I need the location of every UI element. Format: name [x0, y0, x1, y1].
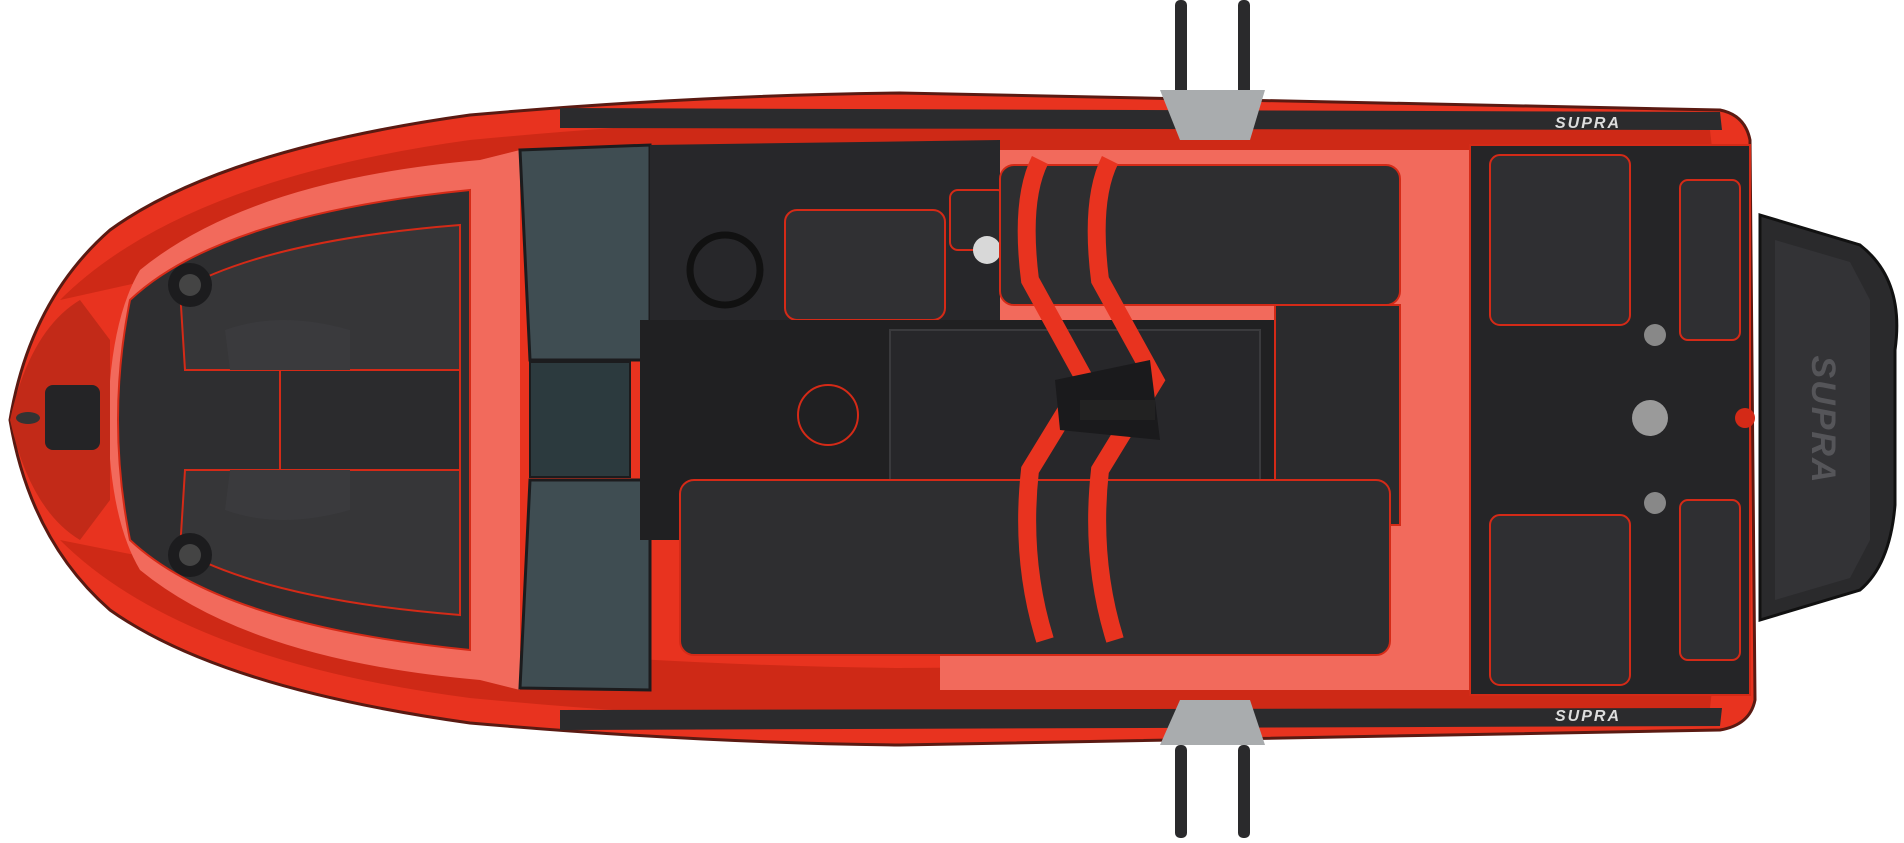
platform-logo: SUPRA [1804, 355, 1842, 484]
stern-lounge [1469, 144, 1755, 696]
bow-nose [10, 300, 110, 540]
bow-seating [116, 188, 471, 652]
wake-tower [1017, 155, 1166, 643]
windshield [518, 143, 736, 692]
board-racks [1160, 0, 1265, 838]
swim-platform: SUPRA [1758, 212, 1899, 623]
hull-decal-top: SUPRA [1555, 115, 1621, 132]
helm-console [650, 140, 1006, 360]
hull-decal-bottom: SUPRA [1555, 708, 1621, 725]
